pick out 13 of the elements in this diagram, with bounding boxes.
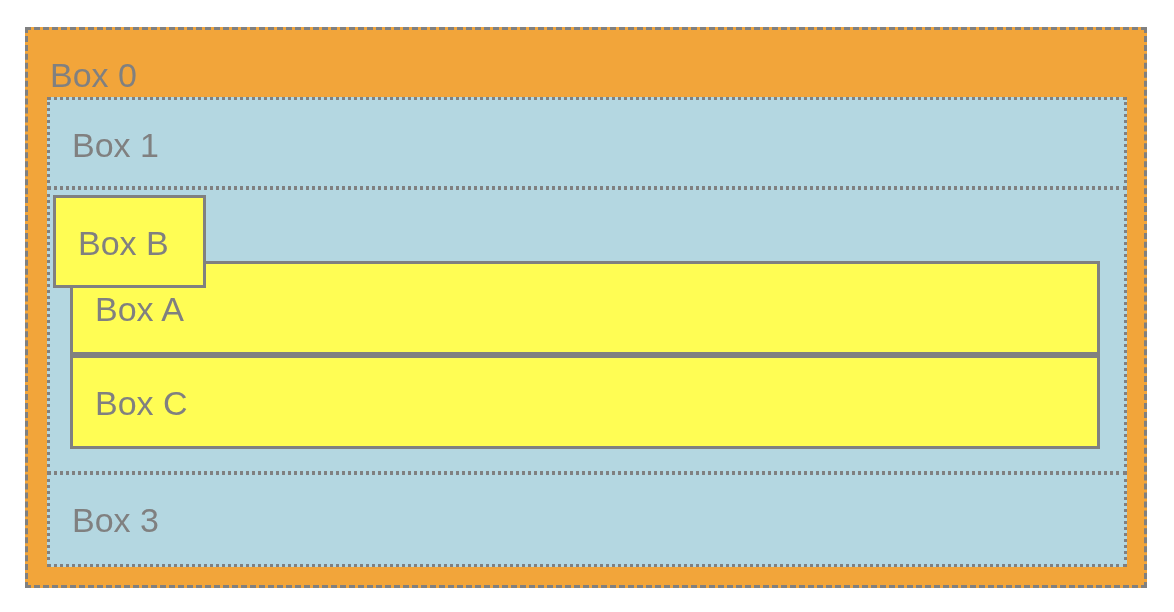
box-label: Box C bbox=[95, 386, 188, 420]
box-label: Box B bbox=[78, 226, 169, 260]
box-label: Box 1 bbox=[72, 128, 159, 162]
inner-box bbox=[70, 355, 1100, 449]
outer-box bbox=[25, 27, 1147, 588]
nested-box bbox=[47, 472, 1127, 567]
inner-box bbox=[70, 261, 1100, 355]
inner-box bbox=[53, 195, 206, 288]
nested-box bbox=[47, 187, 1127, 474]
nested-box bbox=[47, 97, 1127, 189]
box-label: Box A bbox=[95, 292, 184, 326]
box-label: Box 3 bbox=[72, 503, 159, 537]
box-label: Box 0 bbox=[50, 58, 137, 92]
